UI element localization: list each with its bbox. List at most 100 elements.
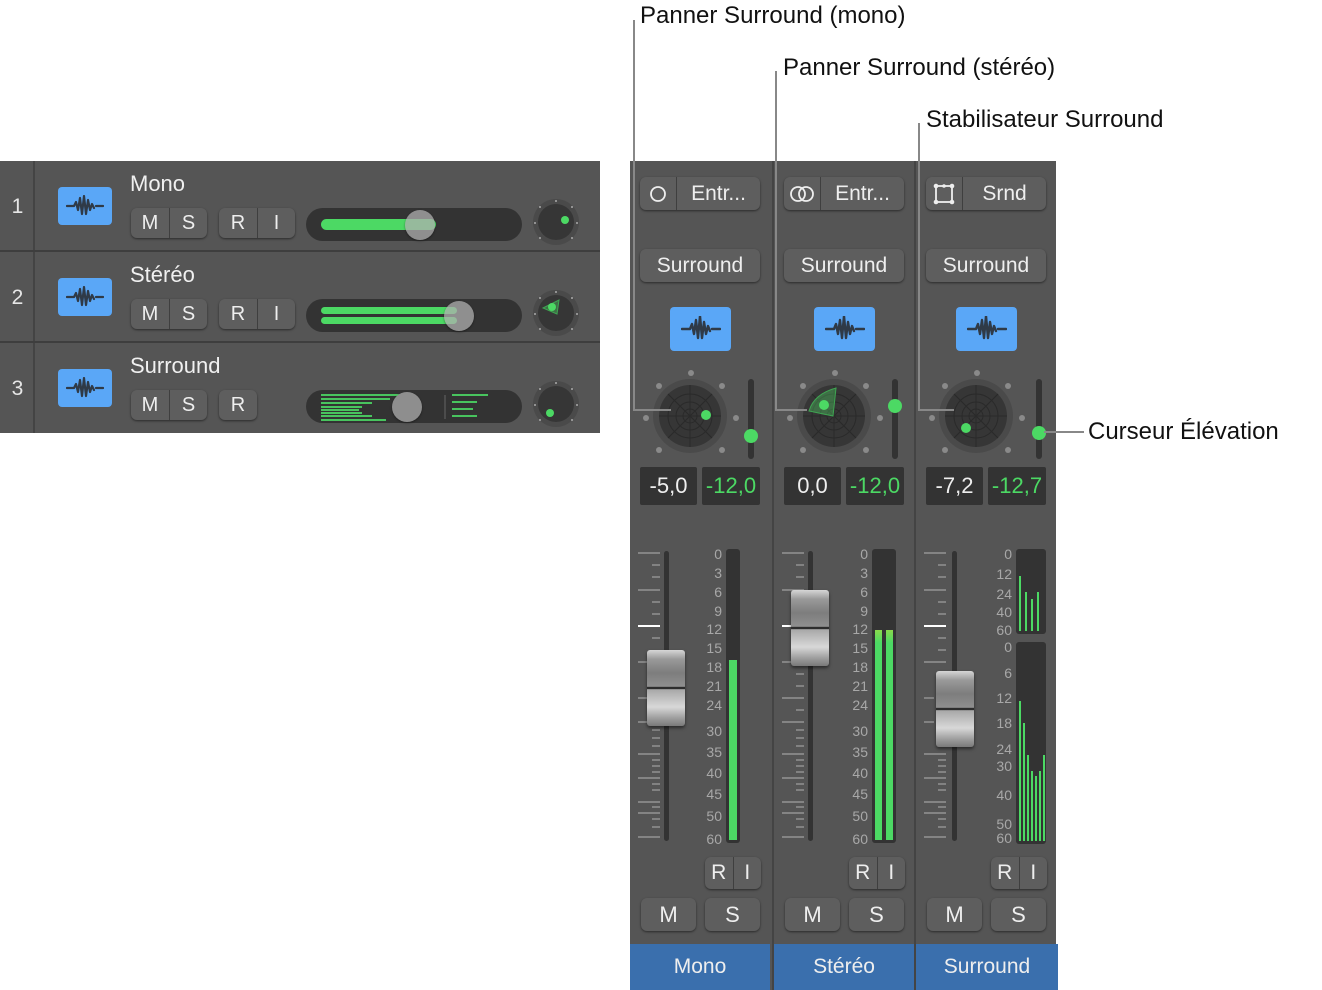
- surround-pan-knob-mono[interactable]: [532, 198, 580, 246]
- surround-square-icon: [926, 177, 963, 210]
- level-value-field[interactable]: -12,7: [988, 467, 1046, 505]
- level-value-field[interactable]: -12,0: [846, 467, 904, 505]
- volume-slider-knob[interactable]: [392, 392, 422, 422]
- volume-fader-handle[interactable]: [791, 590, 829, 666]
- meter-bar: [1037, 592, 1039, 631]
- callout-panner-mono: Panner Surround (mono): [640, 2, 906, 29]
- volume-fader-track[interactable]: [808, 551, 813, 841]
- input-monitor-button[interactable]: I: [257, 299, 295, 329]
- surround-balancer[interactable]: [926, 366, 1026, 466]
- callout-line: [1044, 431, 1084, 433]
- volume-fader-handle[interactable]: [647, 650, 685, 726]
- volume-slider-knob[interactable]: [405, 210, 435, 240]
- meter-bar: [1031, 599, 1033, 631]
- solo-button[interactable]: S: [169, 390, 207, 420]
- channel-name[interactable]: Surround: [916, 944, 1058, 990]
- pan-value-field[interactable]: 0,0: [784, 467, 841, 505]
- waveform-icon[interactable]: [956, 307, 1017, 351]
- input-monitor-button[interactable]: I: [1018, 857, 1048, 889]
- mute-button[interactable]: M: [641, 898, 696, 931]
- record-group: R: [219, 390, 257, 420]
- elevation-slider-handle[interactable]: [744, 429, 758, 443]
- level-meter-bar-left: [875, 630, 882, 840]
- level-meter: [872, 549, 896, 843]
- track-header-surround[interactable]: 3 Surround M S R: [0, 343, 600, 433]
- record-enable-button[interactable]: R: [711, 861, 727, 884]
- elevation-slider[interactable]: [1032, 379, 1046, 459]
- mute-button[interactable]: M: [141, 302, 159, 325]
- record-enable-button[interactable]: R: [997, 861, 1013, 884]
- record-input-group: R I: [991, 857, 1047, 889]
- elevation-slider-handle[interactable]: [888, 399, 902, 413]
- record-enable-button[interactable]: R: [230, 393, 246, 416]
- surround-panner-stereo[interactable]: [784, 366, 884, 466]
- input-monitor-button[interactable]: I: [257, 208, 295, 238]
- input-monitor-button[interactable]: I: [876, 857, 906, 889]
- track-number-column: [0, 252, 35, 341]
- track-name: Stéréo: [130, 262, 195, 287]
- callout-line: [633, 20, 635, 411]
- channel-name[interactable]: Stéréo: [774, 944, 914, 990]
- solo-button[interactable]: S: [169, 208, 207, 238]
- record-input-group: R I: [219, 208, 295, 238]
- mute-button[interactable]: M: [141, 393, 159, 416]
- elevation-slider[interactable]: [744, 379, 758, 459]
- volume-fader-handle[interactable]: [936, 671, 974, 747]
- volume-slider[interactable]: [306, 390, 522, 423]
- meter-bar: [1039, 771, 1041, 841]
- channel-name[interactable]: Mono: [630, 944, 770, 990]
- elevation-slider[interactable]: [888, 379, 902, 459]
- mute-button[interactable]: M: [927, 898, 982, 931]
- input-slot[interactable]: Entr...: [640, 177, 760, 210]
- callout-line: [918, 123, 920, 411]
- volume-slider-knob[interactable]: [444, 301, 474, 331]
- waveform-icon[interactable]: [58, 369, 112, 407]
- input-slot[interactable]: Srnd: [926, 177, 1046, 210]
- meter-bar: [1043, 755, 1045, 841]
- solo-button[interactable]: S: [169, 299, 207, 329]
- input-label: Entr...: [691, 181, 746, 205]
- pan-value-field[interactable]: -5,0: [640, 467, 697, 505]
- output-slot[interactable]: Surround: [926, 249, 1046, 282]
- volume-slider[interactable]: [306, 208, 522, 241]
- fader-scale: [924, 552, 946, 838]
- mute-button[interactable]: M: [785, 898, 840, 931]
- callout-line: [775, 71, 777, 411]
- input-slot[interactable]: Entr...: [784, 177, 904, 210]
- elevation-slider-handle[interactable]: [1032, 426, 1046, 440]
- waveform-icon[interactable]: [814, 307, 875, 351]
- output-slot[interactable]: Surround: [784, 249, 904, 282]
- record-input-group: R I: [849, 857, 905, 889]
- waveform-icon[interactable]: [58, 187, 112, 225]
- pan-value-field[interactable]: -7,2: [926, 467, 983, 505]
- track-number-column: [0, 161, 35, 250]
- level-meter-bottom: [1016, 642, 1046, 844]
- solo-button[interactable]: S: [849, 898, 904, 931]
- surround-pan-knob-surround[interactable]: [532, 380, 580, 428]
- waveform-icon[interactable]: [58, 278, 112, 316]
- record-enable-button[interactable]: R: [230, 302, 246, 325]
- surround-pan-knob-stereo[interactable]: [532, 289, 580, 337]
- volume-slider[interactable]: [306, 299, 522, 332]
- track-number: 3: [11, 377, 24, 400]
- mute-button[interactable]: M: [141, 211, 159, 234]
- output-slot[interactable]: Surround: [640, 249, 760, 282]
- solo-button[interactable]: S: [705, 898, 760, 931]
- input-monitor-button[interactable]: I: [732, 857, 762, 889]
- surround-panner-mono[interactable]: [640, 366, 740, 466]
- level-meter-top: [1016, 549, 1046, 634]
- callout-panner-stereo: Panner Surround (stéréo): [783, 54, 1056, 81]
- solo-button[interactable]: S: [991, 898, 1046, 931]
- level-meter-bar: [729, 660, 737, 840]
- waveform-icon[interactable]: [670, 307, 731, 351]
- track-header-mono[interactable]: 1 Mono M S R I: [0, 161, 600, 252]
- track-name: Mono: [130, 171, 186, 196]
- record-enable-button[interactable]: R: [855, 861, 871, 884]
- record-enable-button[interactable]: R: [230, 211, 246, 234]
- level-value-field[interactable]: -12,0: [702, 467, 760, 505]
- track-header-stereo[interactable]: 2 Stéréo M S R I: [0, 252, 600, 343]
